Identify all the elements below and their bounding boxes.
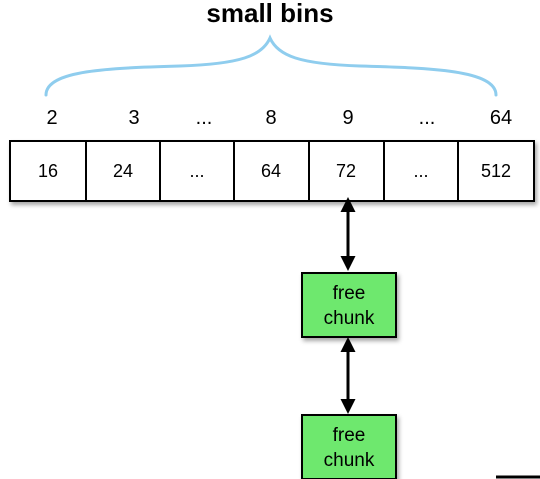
free-chunk: free chunk bbox=[301, 414, 397, 479]
bin-size-cell: 72 bbox=[336, 161, 356, 181]
bin-size-cell: 16 bbox=[38, 161, 58, 181]
free-chunk: free chunk bbox=[301, 272, 397, 338]
bin-index-label: ... bbox=[196, 107, 213, 129]
free-chunk-label-line1: free bbox=[333, 283, 366, 304]
bin-index-label: 8 bbox=[265, 107, 276, 129]
bin-size-cell: 512 bbox=[481, 161, 511, 181]
bin-index-label: 2 bbox=[46, 107, 57, 129]
bin-size-cell: ... bbox=[413, 161, 428, 181]
bin-array: 16 24 ... 64 72 ... 512 bbox=[9, 140, 535, 202]
free-chunk-label-line1: free bbox=[333, 425, 366, 446]
bin-index-label: 9 bbox=[342, 107, 353, 129]
brace-icon bbox=[44, 34, 498, 97]
free-chunk-label-line2: chunk bbox=[324, 308, 375, 329]
bin-size-cell: 64 bbox=[261, 161, 281, 181]
bin-index-label: 3 bbox=[128, 107, 139, 129]
bin-index-label: 64 bbox=[490, 107, 512, 129]
bin-index-label: ... bbox=[419, 107, 436, 129]
bin-array-outline bbox=[9, 140, 535, 202]
diagram-title: small bins bbox=[206, 0, 333, 28]
bin-size-cell: 24 bbox=[113, 161, 133, 181]
bin-index-labels: 2 3 ... 8 9 ... 64 bbox=[46, 107, 512, 129]
bin-size-cell: ... bbox=[189, 161, 204, 181]
free-chunk-label-line2: chunk bbox=[324, 450, 375, 471]
